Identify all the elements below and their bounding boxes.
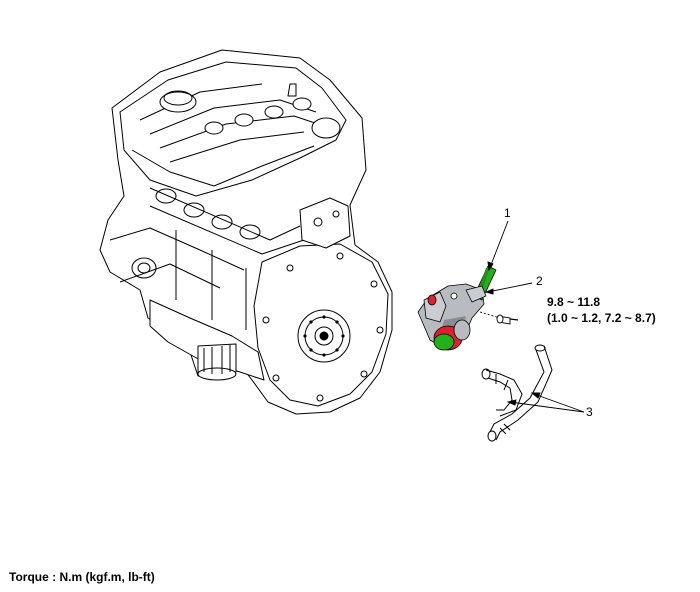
water-outlet-housing <box>417 265 497 351</box>
engine-assembly <box>99 49 393 415</box>
crank-pulley <box>297 309 351 363</box>
intake-ports <box>155 188 261 240</box>
torque-value-kgfm-lbft: (1.0 ~ 1.2, 7.2 ~ 8.7) <box>547 311 656 325</box>
torque-value-nm: 9.8 ~ 11.8 <box>547 295 601 309</box>
temperature-sensor <box>465 285 487 303</box>
hose-short <box>485 369 523 417</box>
red-gasket <box>427 294 437 306</box>
head-stud <box>287 83 297 97</box>
callout-1: 1 <box>504 206 511 220</box>
callout-2: 2 <box>536 274 543 288</box>
leader-lines <box>484 220 585 413</box>
outlet-pipe-green <box>433 333 455 351</box>
coil-wells <box>204 97 341 139</box>
block-port <box>131 257 157 279</box>
hose-clamp <box>487 430 497 442</box>
torque-unit-legend: Torque : N.m (kgf.m, lb-ft) <box>9 570 155 584</box>
callout-3: 3 <box>586 405 593 419</box>
timing-cover-bolts <box>262 252 384 402</box>
head-cover-ribs <box>131 83 331 187</box>
hose-long <box>489 349 545 433</box>
oil-filter <box>197 343 237 381</box>
mounting-bolt <box>479 311 519 325</box>
coolant-hoses <box>481 344 553 442</box>
engine-bracket <box>299 197 351 249</box>
oil-filler-cap <box>159 91 197 113</box>
